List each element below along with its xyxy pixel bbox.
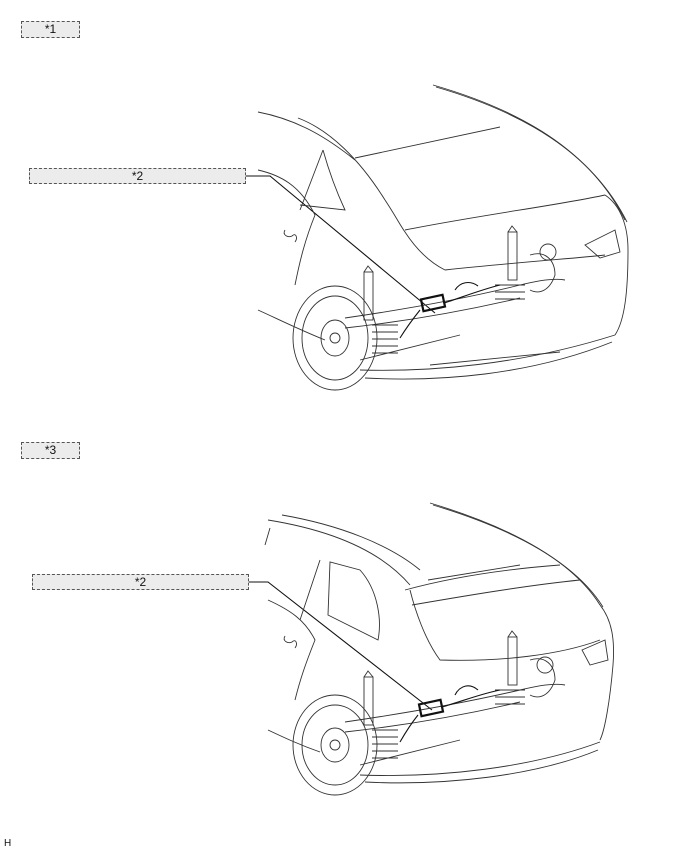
sedan-illustration	[246, 84, 629, 391]
component-hatchback	[417, 698, 445, 718]
callout-label-component-hatchback: *2	[32, 574, 249, 590]
leader-line-hatchback	[249, 581, 433, 711]
hatchback-illustration	[249, 502, 614, 796]
leader-line-sedan	[246, 175, 436, 314]
figure-code: H	[4, 838, 12, 849]
callout-label-component-sedan: *2	[29, 168, 246, 184]
component-sedan	[419, 293, 447, 313]
view-label-hatchback: *3	[21, 442, 80, 459]
view-label-sedan: *1	[21, 21, 80, 38]
